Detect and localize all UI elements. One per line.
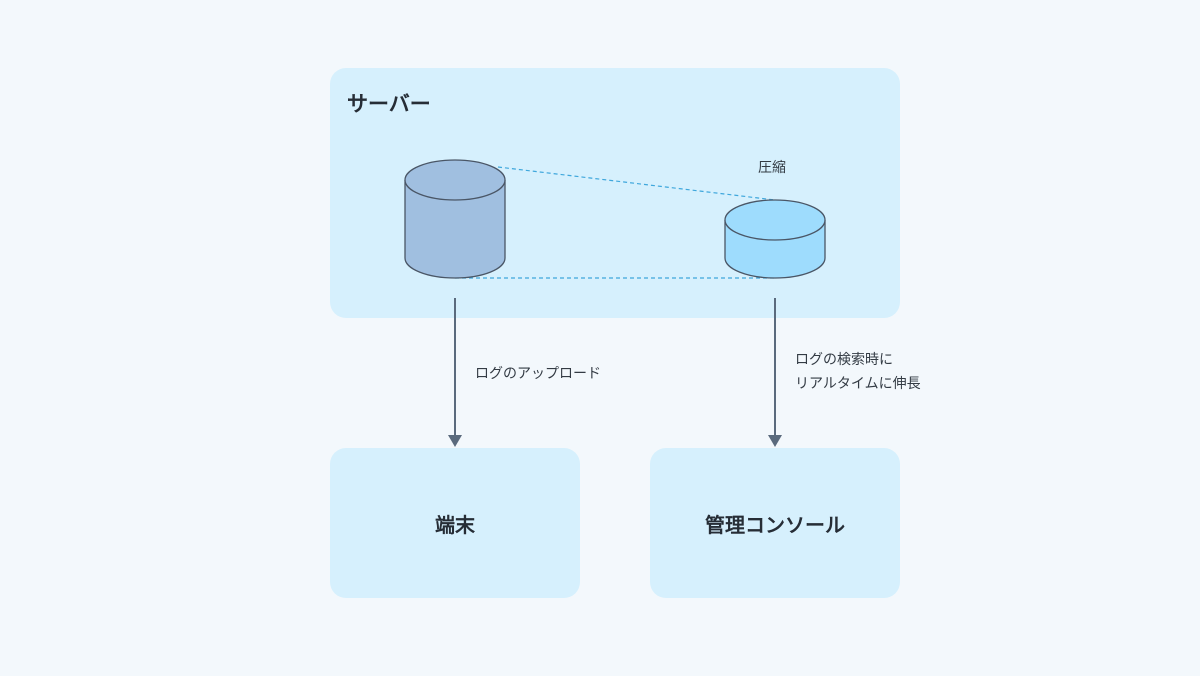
upload-arrow <box>448 298 462 447</box>
compress-label: 圧縮 <box>758 160 786 176</box>
search-label-line-2: リアルタイムに伸長 <box>795 376 921 392</box>
search-decompress-label: ログの検索時に リアルタイムに伸長 <box>795 348 921 396</box>
server-title: サーバー <box>347 92 431 116</box>
admin-console-box: 管理コンソール <box>650 448 900 598</box>
terminal-label: 端末 <box>435 512 475 537</box>
search-label-line-1: ログの検索時に <box>795 352 893 368</box>
admin-console-label: 管理コンソール <box>705 512 845 537</box>
database-original-icon <box>404 159 506 279</box>
database-compressed-icon <box>724 199 826 279</box>
compress-line-top <box>497 166 776 201</box>
terminal-box: 端末 <box>330 448 580 598</box>
search-arrow <box>768 298 782 447</box>
upload-label: ログのアップロード <box>475 366 601 382</box>
